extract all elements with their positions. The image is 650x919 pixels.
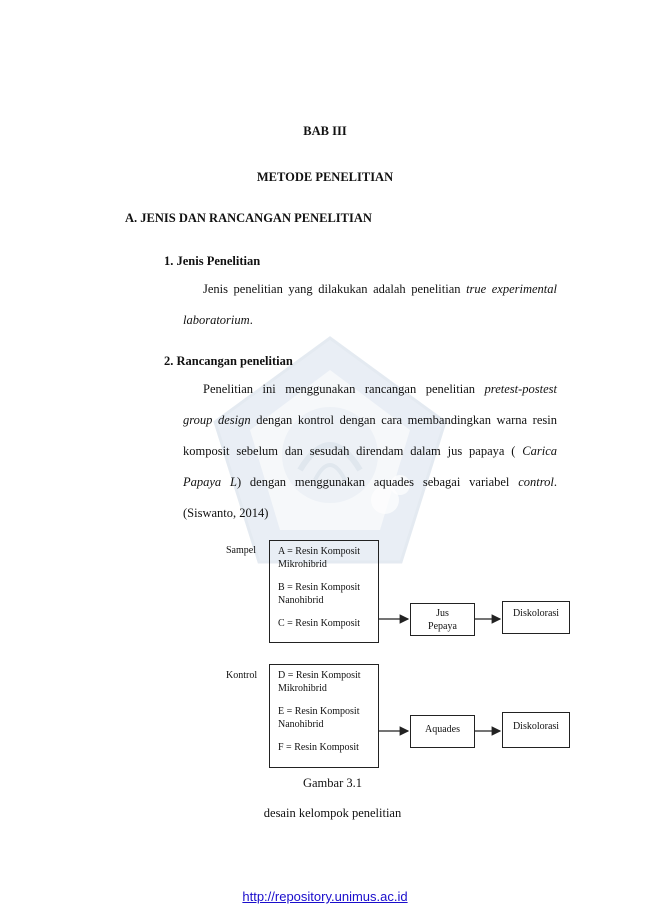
sampel-group-box: A = Resin Komposit Mikrohibrid B = Resin… [269,540,379,643]
subsection-2-heading: 2. Rancangan penelitian [164,354,293,368]
chapter-title: METODE PENELITIAN [256,170,394,184]
kontrol-item-e: E = Resin Komposit Nanohibrid [278,706,360,730]
sampel-item-b: B = Resin Komposit Nanohibrid [278,582,361,606]
kontrol-label: Kontrol [226,670,258,681]
figure-description: desain kelompok penelitian [263,806,402,820]
subsection-1-heading: 1. Jenis Penelitian [164,254,261,268]
figure-caption: Gambar 3.1 [302,776,362,790]
treatment-box-jus-pepaya: Jus Pepaya [410,603,475,636]
paragraph-rancangan-penelitian: Penelitian ini menggunakan rancangan pen… [183,382,557,520]
section-a-heading: A. JENIS DAN RANCANGAN PENELITIAN [125,211,372,225]
treatment-box-aquades: Aquades [410,715,475,748]
sampel-label: Sampel [226,545,256,556]
chapter-number: BAB III [303,124,347,138]
kontrol-item-f: F = Resin Komposit [278,742,359,753]
repository-link[interactable]: http://repository.unimus.ac.id [242,889,408,904]
sampel-item-a: A = Resin Komposit Mikrohibrid [278,546,361,570]
sampel-item-c: C = Resin Komposit [278,618,361,629]
kontrol-item-d: D = Resin Komposit Mikrohibrid [278,670,361,694]
outcome-box-2: Diskolorasi [502,712,570,748]
outcome-box-1: Diskolorasi [502,601,570,634]
kontrol-group-box: D = Resin Komposit Mikrohibrid E = Resin… [269,664,379,768]
paragraph-jenis-penelitian: Jenis penelitian yang dilakukan adalah p… [183,282,557,327]
